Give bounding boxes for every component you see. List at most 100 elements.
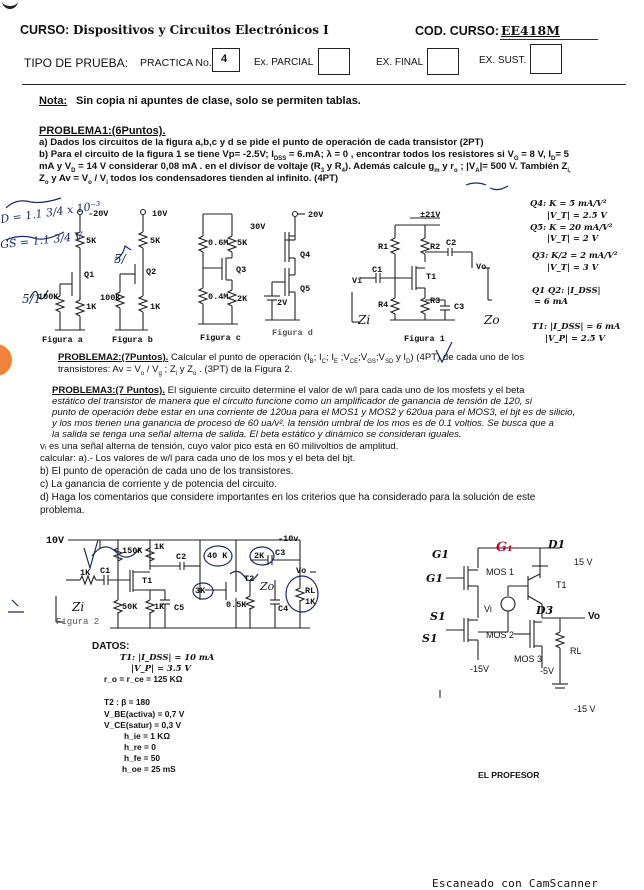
fig1-r4-label: R4 bbox=[378, 300, 389, 310]
tipo-prueba-label: TIPO DE PRUEBA: bbox=[24, 56, 129, 70]
fig1-supply: ±21V bbox=[420, 210, 441, 220]
fig3-mos1: MOS 1 bbox=[486, 567, 515, 577]
fig3-15v: 15 V bbox=[574, 557, 593, 567]
nota-text: Sin copia ni apuntes de clase, solo se p… bbox=[76, 95, 361, 107]
fig-c-r3-label: 0.4M bbox=[208, 292, 229, 302]
fig3-mos2: MOS 2 bbox=[486, 630, 515, 640]
fig2-r3k: 3K bbox=[195, 586, 206, 596]
fig1-caption: Figura 1 bbox=[404, 334, 445, 344]
param-q4-vt: |V_T| = 2.5 V bbox=[547, 210, 607, 220]
p3-line1: PROBLEMA3:(7 Puntos). El siguiente circu… bbox=[52, 385, 525, 396]
fig-a-caption: Figura a bbox=[42, 335, 83, 345]
fig2-r40: 40 K bbox=[207, 551, 228, 561]
datos-title: DATOS: bbox=[92, 641, 130, 652]
hand-note-3: 5/1 bbox=[22, 292, 42, 306]
hand-check-3 bbox=[83, 539, 99, 571]
practica-number-box bbox=[212, 48, 240, 72]
curso-label: CURSO: bbox=[20, 23, 70, 37]
fig3-s1: S1 bbox=[430, 610, 446, 623]
fig-b-r3-label: 1K bbox=[150, 302, 161, 312]
fig-a-r3 bbox=[74, 299, 86, 317]
final-label: EX. FINAL bbox=[376, 57, 424, 68]
fig-a-q-label: Q1 bbox=[84, 270, 95, 280]
datos-t1-idss: T1: |I_DSS| = 10 mA bbox=[120, 652, 215, 662]
fig-b-r1 bbox=[137, 231, 149, 249]
fig2-r1k-b: 1K bbox=[154, 602, 165, 612]
fig1-vi-label: Vi bbox=[352, 276, 363, 286]
datos-hie: h_ie = 1 KΩ bbox=[124, 731, 171, 741]
practica-label: PRACTICA No. bbox=[140, 57, 212, 69]
fig2-c1: C1 bbox=[100, 566, 111, 576]
cod-underline bbox=[500, 39, 598, 40]
fig3-15v-a: -15V bbox=[470, 664, 490, 674]
hand-vi-mark bbox=[8, 599, 24, 613]
header-divider bbox=[22, 84, 626, 85]
datos-ro: r_o = r_ce = 125 KΩ bbox=[104, 674, 183, 684]
fig1-r3-label: R3 bbox=[430, 296, 441, 306]
fig-a-r2-label: 100K bbox=[38, 292, 59, 302]
fig3-rl: RL bbox=[570, 646, 582, 656]
param-q5-vt: |V_T| = 2 V bbox=[547, 233, 599, 243]
hand-underline-gm bbox=[465, 182, 487, 186]
fig2-t1: T1 bbox=[142, 576, 153, 586]
fig2-c2: C2 bbox=[176, 552, 187, 562]
datos-vbe: V_BE(activa) = 0,7 V bbox=[104, 709, 185, 719]
p1-a: a) Dados los circuitos de la figura a,b,… bbox=[39, 137, 484, 148]
fig-c-r2-label: 5K bbox=[237, 238, 248, 248]
datos-t2-beta: T2 : β = 180 bbox=[104, 697, 150, 707]
fig-b-q-label: Q2 bbox=[146, 267, 157, 277]
fig1-zi-label: Zi bbox=[358, 313, 371, 327]
fig3-vo: Vo bbox=[588, 611, 601, 622]
param-q3-vt: |V_T| = 3 V bbox=[547, 262, 599, 272]
fig-b-r2-label: 100K bbox=[100, 293, 121, 303]
fig2-zi: Zi bbox=[72, 600, 85, 614]
fig3-15v-b: -15 V bbox=[574, 704, 596, 714]
p3-line10: d) Haga los comentarios que considere im… bbox=[40, 492, 536, 503]
curso-value: Dispositivos y Circuitos Electrónicos I bbox=[73, 23, 329, 37]
fig3-g1b: G1 bbox=[426, 572, 444, 585]
fig-c-r1-label: 0.6M bbox=[208, 238, 229, 248]
fig-b-caption: Figura b bbox=[112, 335, 153, 345]
fig-c-q-label: Q3 bbox=[236, 265, 247, 275]
cod-curso-label: COD. CURSO: bbox=[415, 24, 500, 38]
fig-d-q2-label: Q5 bbox=[300, 284, 311, 294]
datos-hoe: h_oe = 25 mS bbox=[122, 764, 176, 774]
sust-label: EX. SUST. bbox=[479, 55, 527, 66]
param-q1q2-val: = 6 mA bbox=[534, 296, 569, 306]
fig2-r50: 50K bbox=[122, 602, 138, 612]
fig3-d3: D3 bbox=[536, 604, 554, 617]
p1-b-line2: mA y VD = 14 V considerar 0,08 mA . en e… bbox=[39, 161, 571, 174]
fig2-r1k-in: 1K bbox=[80, 568, 91, 578]
fig1-c2-label: C2 bbox=[446, 238, 457, 248]
fig-d-caption: Figura d bbox=[272, 328, 313, 338]
fig2-r1k-a: 1K bbox=[154, 542, 165, 552]
final-box bbox=[427, 48, 459, 75]
fig2-r05: 0.5K bbox=[226, 600, 247, 610]
fig3-s1b: S1 bbox=[422, 632, 438, 645]
p2-line1: PROBLEMA2:(7Puntos). Calcular el punto d… bbox=[58, 352, 525, 365]
fig3-t1: T1 bbox=[556, 580, 567, 590]
fig3-d1: D1 bbox=[548, 538, 566, 551]
fig1-c3-label: C3 bbox=[454, 302, 465, 312]
fig2-t2: T2 bbox=[244, 574, 255, 584]
fig2-zo: Zo bbox=[260, 580, 275, 593]
hand-vgs-value: GS = 1.1 3/4 V bbox=[0, 229, 84, 252]
scanner-corner-logo bbox=[2, 0, 18, 9]
fig-c-supply: 30V bbox=[250, 222, 266, 232]
fig-b-supply: 10V bbox=[152, 209, 168, 219]
param-q3-k: Q3: K/2 = 2 mA/V² bbox=[532, 250, 618, 260]
param-q1q2-idss: Q1 Q2: |I_DSS| bbox=[532, 285, 601, 295]
fig2-10v: 10V bbox=[46, 536, 65, 547]
param-t1-vp: |V_P| = 2.5 V bbox=[545, 333, 605, 343]
cod-curso-value: EE418M bbox=[501, 23, 560, 38]
fig-c-caption: Figura c bbox=[200, 333, 241, 343]
fig2-c3: C3 bbox=[275, 548, 286, 558]
p3-line9: c) La ganancia de corriente y de potenci… bbox=[40, 479, 277, 490]
fig-a-supply: -20V bbox=[88, 209, 109, 219]
hand-id-value: D = 1.1 3/4 x 10⁻³ bbox=[0, 199, 102, 226]
fig-a-r1-label: 5K bbox=[86, 236, 97, 246]
fig-a-r3-label: 1K bbox=[86, 302, 97, 312]
parcial-label: Ex. PARCIAL bbox=[254, 57, 314, 68]
fig2-vo: Vo bbox=[296, 566, 307, 576]
fig3-g1: G1 bbox=[432, 548, 450, 561]
